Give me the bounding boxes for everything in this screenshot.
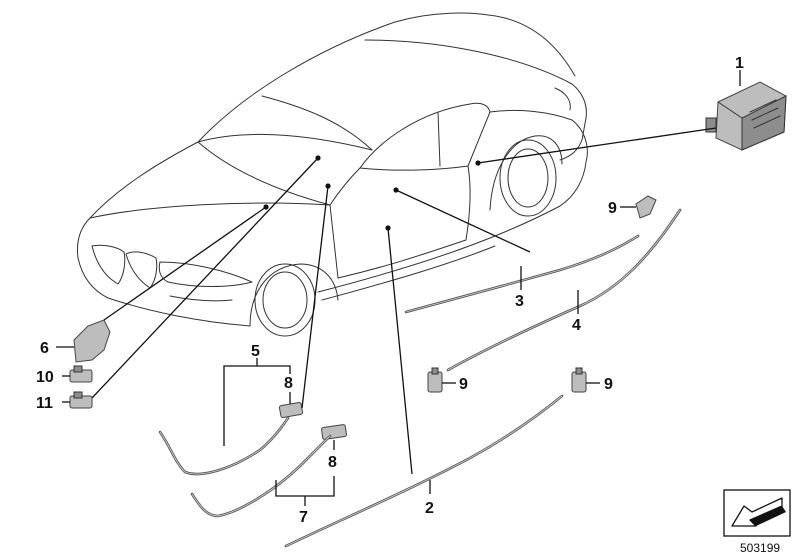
- antenna-strip-4: [446, 208, 682, 372]
- callout-9-top: 9: [608, 200, 617, 217]
- callout-4: 4: [572, 317, 581, 334]
- shield-part: [73, 319, 111, 363]
- callout-7: 7: [299, 509, 308, 526]
- callout-8-upper: 8: [284, 375, 293, 392]
- callout-11: 11: [36, 395, 53, 412]
- connector-part-9-middle: [427, 367, 443, 393]
- callout-8-lower: 8: [328, 454, 337, 471]
- callout-3: 3: [515, 293, 524, 310]
- callout-5: 5: [251, 343, 260, 360]
- sensor-part-11: [69, 391, 93, 409]
- sensor-part-10: [69, 365, 93, 383]
- callout-1: 1: [735, 55, 744, 72]
- callout-6: 6: [40, 340, 49, 357]
- control-unit-part: [705, 81, 787, 151]
- antenna-strip-2: [284, 394, 564, 548]
- antenna-strip-3: [404, 234, 640, 314]
- callout-9-middle: 9: [459, 376, 468, 393]
- car-outline: [77, 12, 588, 337]
- connector-part-9-right: [571, 367, 587, 393]
- arrow-down-left-icon: [723, 489, 791, 537]
- connector-part-8-upper: [278, 401, 304, 419]
- callout-9-right: 9: [604, 376, 613, 393]
- connector-part-9-top: [635, 195, 657, 219]
- document-number: 503199: [740, 541, 780, 555]
- antenna-strip-5: [158, 416, 290, 476]
- callout-2: 2: [425, 500, 434, 517]
- connector-part-8-lower: [321, 424, 347, 440]
- antenna-strip-7: [190, 434, 332, 518]
- callout-10: 10: [36, 369, 54, 386]
